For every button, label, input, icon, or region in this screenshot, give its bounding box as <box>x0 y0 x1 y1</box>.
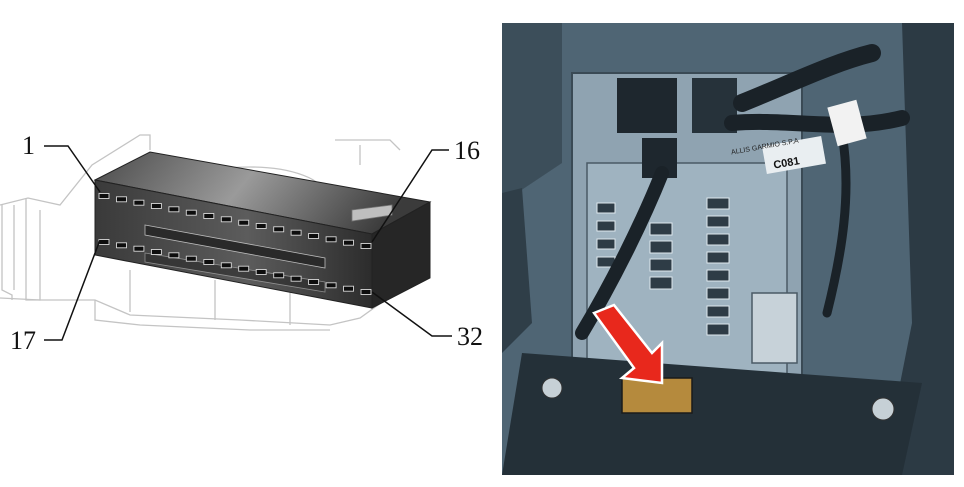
dash-panel-right <box>882 23 954 475</box>
pin-cavity-30 <box>325 282 337 289</box>
pin-cavity-19 <box>133 245 145 252</box>
fuse-column-right <box>706 197 730 336</box>
bolt-left <box>541 377 563 399</box>
harness-tag-text: C081 <box>773 155 801 171</box>
harness-tag <box>762 136 826 174</box>
connector-body <box>93 151 432 309</box>
pin-cavity-29 <box>308 279 320 285</box>
leader-pin-1 <box>44 145 101 193</box>
pin-cavity-26 <box>255 269 267 275</box>
pin-cavity-18 <box>116 242 127 249</box>
pin-label-17: 17 <box>10 326 36 355</box>
pin-cavity-5 <box>168 206 180 213</box>
pin-cavity-11 <box>273 226 285 233</box>
pin-cavity-2 <box>116 196 127 203</box>
connector-diagram: 1 16 17 32 <box>0 131 483 355</box>
pin-cavity-9 <box>238 219 250 226</box>
pin-cavity-8 <box>220 216 232 223</box>
pin-cavity-24 <box>220 262 232 269</box>
pin-cavity-23 <box>203 259 215 265</box>
leader-pin-16 <box>371 149 449 243</box>
pin-row-top <box>98 193 372 249</box>
lower-trim <box>502 353 922 475</box>
pin-label-1: 1 <box>22 131 35 160</box>
pin-cavity-12 <box>290 229 302 236</box>
pin-cavity-14 <box>325 236 337 243</box>
pin-cavity-4 <box>150 203 162 209</box>
bolt-right <box>871 397 895 421</box>
pin-cavity-10 <box>255 223 267 229</box>
pin-cavity-7 <box>203 213 215 219</box>
pin-cavity-6 <box>185 209 197 216</box>
pin-label-32: 32 <box>457 322 483 351</box>
pin-cavity-16 <box>360 243 372 249</box>
wire-harness <box>575 44 910 340</box>
pin-label-16: 16 <box>454 136 480 165</box>
leader-lines <box>44 145 452 341</box>
leader-pin-17 <box>44 239 101 341</box>
pin-cavity-21 <box>168 252 180 259</box>
pin-cavity-22 <box>185 255 197 262</box>
pin-cavity-28 <box>290 275 302 282</box>
pin-cavity-13 <box>308 233 320 239</box>
harness-label <box>827 99 867 147</box>
pin-row-bottom <box>98 239 372 295</box>
relay-module <box>751 292 798 364</box>
leader-pin-32 <box>371 291 452 337</box>
pin-cavity-31 <box>343 285 354 292</box>
highlighted-component <box>621 377 693 414</box>
dash-panel-left-lower <box>502 188 532 353</box>
pin-cavity-27 <box>273 272 285 279</box>
pin-cavity-15 <box>343 239 354 246</box>
pin-cavity-25 <box>238 265 250 272</box>
pin-cavity-1 <box>98 193 110 199</box>
pin-cavity-20 <box>150 249 162 255</box>
red-arrow-icon <box>592 303 664 385</box>
dash-panel-left <box>502 23 562 193</box>
pin-cavity-3 <box>133 199 145 206</box>
pin-cavity-32 <box>360 289 372 295</box>
connector-top-left <box>617 78 677 133</box>
fuse-column-left <box>596 202 673 290</box>
fuse-box-photo: C081 ALLIS GARMIO S.P.A <box>502 23 954 475</box>
